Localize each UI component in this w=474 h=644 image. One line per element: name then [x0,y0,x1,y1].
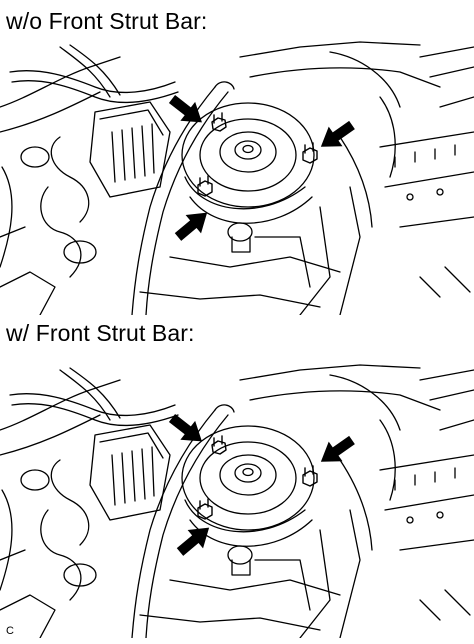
heading-without-strut-bar: w/o Front Strut Bar: [6,8,208,34]
engine-bay-drawing [0,41,474,315]
engine-bay-drawing [0,364,474,638]
diagram-without-strut-bar [0,37,474,315]
arrow-icon [313,430,359,472]
arrow-icon [170,203,215,247]
arrow-icon [313,115,359,157]
diagram-with-strut-bar [0,360,474,638]
heading-with-strut-bar: w/ Front Strut Bar: [6,320,195,346]
arrow-icon [164,408,210,451]
illustration-code: C [6,625,14,637]
